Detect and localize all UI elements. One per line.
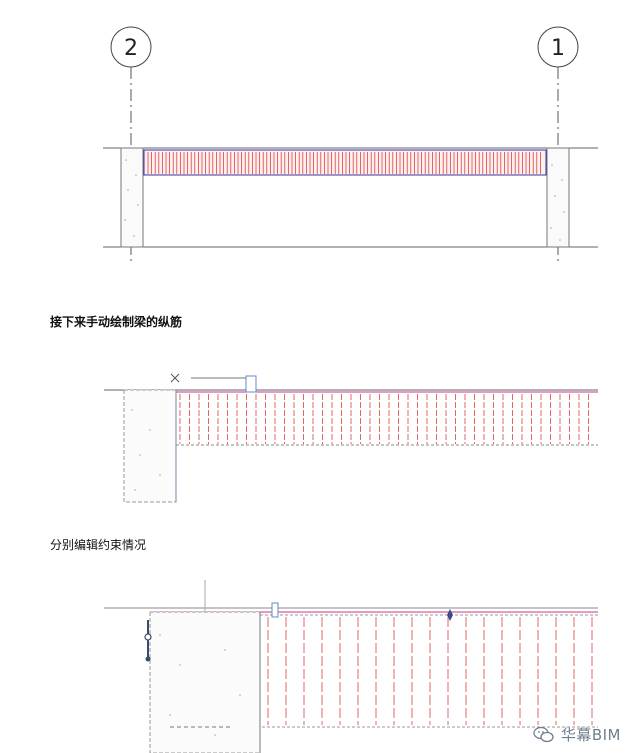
stirrup-set [147,152,541,174]
column-right [546,147,570,248]
concrete-hatch [124,159,565,241]
caption-edit-constraints: 分别编辑约束情况 [50,538,147,552]
column-left [123,389,177,503]
dimension-tag[interactable] [245,375,257,393]
cursor-cross-icon[interactable] [170,373,180,383]
wechat-icon [533,726,554,742]
beam-elevation-figure: 2 1 [103,26,598,265]
grid-bubble-1: 1 [537,26,579,68]
beam [143,149,547,176]
concrete-hatch [159,634,241,736]
column-left [149,611,261,753]
watermark-text: 华幕BIM [560,726,621,744]
drag-handle[interactable] [144,620,152,662]
stirrup-set [179,394,589,444]
grid-label-left: 2 [124,36,138,61]
constraint-edit-figure [104,580,598,753]
stirrup-set [267,617,593,725]
dimension-marker[interactable] [271,602,279,618]
column-left [120,147,144,248]
rebar-sketch-figure [104,373,598,503]
grid-label-right: 1 [551,36,565,61]
concrete-hatch [131,409,161,491]
flip-arrows-icon[interactable] [447,609,453,621]
grid-bubble-2: 2 [110,26,152,68]
caption-draw-rebar: 接下来手动绘制梁的纵筋 [50,315,183,329]
watermark: 华幕BIM [533,724,621,745]
